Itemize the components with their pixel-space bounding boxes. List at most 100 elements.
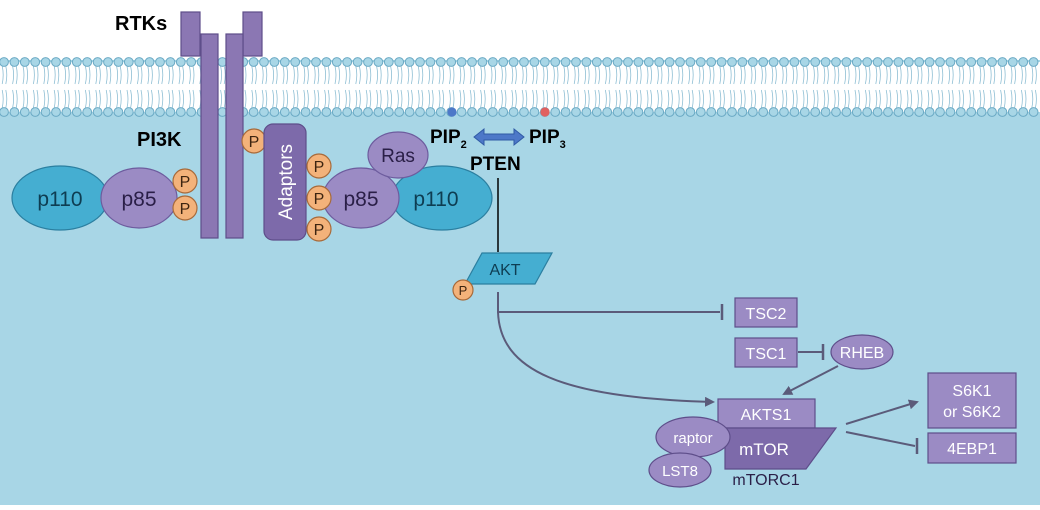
lipid-tail [12,65,14,85]
lipid-tail [511,89,514,109]
lipid-tail [74,89,77,109]
lipid-tail [348,65,351,85]
lipid-tail [573,89,576,109]
lipid-head [571,57,581,67]
lipid-tail [365,89,368,109]
lipid-head [467,57,477,67]
lipid-head [695,107,706,117]
phospho-label: P [314,222,325,239]
adaptors-label: Adaptors [276,144,297,220]
p85-left-label: p85 [121,188,156,211]
lipid-tail [806,65,808,85]
lipid-head [477,107,488,117]
lipid-head [893,57,904,67]
lipid-tail [671,65,673,85]
lipid-tail [795,89,798,109]
lipid-head [529,107,540,117]
lipid-head [404,107,415,117]
lipid-tail [57,89,60,109]
lipid-tail [293,89,295,109]
lipid-head [82,57,93,67]
lipid-tail [906,65,909,85]
lipid-tail [605,89,607,109]
pip-conversion-arrow [473,127,525,147]
lipid-tail [64,65,66,85]
lipid-head [643,57,654,67]
lipid-tail [286,89,288,109]
lipid-tail [442,89,444,109]
lipid-head [363,107,373,117]
lipid-tail [979,65,982,85]
lipid-head [415,57,425,67]
lipid-head [623,107,633,117]
lipid-tail [130,65,132,85]
lipid-head [976,107,987,117]
lipid-tail [47,65,49,85]
lipid-tail [137,89,139,109]
lipid-tail [1021,89,1023,109]
lipid-head [966,107,977,117]
lipid-tail [317,65,320,85]
lipid-head [831,107,841,117]
lipid-tail [972,89,975,109]
lipid-tail [802,65,805,85]
lipid-tail [459,65,462,85]
adaptors-node [263,123,307,241]
lipid-head [321,57,332,67]
pi3k-right-complex: p110 p85 Ras [322,131,493,231]
lipid-tail [709,89,711,109]
lipid-tail [1,65,4,85]
lipid-tail [417,65,420,85]
lipid-head [9,107,20,117]
lipid-tail [854,89,857,109]
lipid-tail [126,65,129,85]
lipid-tail [119,65,122,85]
lipid-tail [376,89,378,109]
lipid-tail [989,65,992,85]
lipid-tail [272,89,274,109]
lipid-head [123,57,134,67]
lipid-tail [359,65,361,85]
lipid-head [321,107,332,117]
lipid-tail [764,65,767,85]
lipid-tail [494,65,496,85]
lipid-head [841,57,852,67]
lipid-tail [324,65,326,85]
lipid-tail [178,89,181,109]
lipid-head [903,57,914,67]
lipid-tail [473,65,476,85]
lipid-tail [192,65,195,85]
ras-label: Ras [381,146,415,167]
lipid-tail [993,89,996,109]
lipid-head [103,57,113,67]
mtor-node [724,427,838,470]
lipid-tail [885,65,888,85]
lipid-head [727,57,737,67]
lipid-head [1028,57,1039,67]
lipid-tail [515,65,517,85]
lipid-tail [584,65,586,85]
lipid-head [664,57,675,67]
lipid-head [30,107,41,117]
lipid-tail [157,89,160,109]
lipid-tail [729,65,732,85]
lipid-tail [22,65,25,85]
lipid-tail [657,89,659,109]
lipid-tail [307,89,309,109]
lipid-tail [313,89,316,109]
lipid-head [186,57,197,67]
lipid-tail [157,65,160,85]
lipid-head [394,57,405,67]
lipid-head [113,107,124,117]
lipid-head [92,107,103,117]
lipid-tail [397,89,399,109]
lipid-tail [411,65,413,85]
lst8-node [648,452,712,488]
lipid-tail [858,65,860,85]
lipid-tail [979,89,982,109]
lipid-tail [879,65,881,85]
lipid-head [654,57,665,67]
lipid-tail [983,89,985,109]
lipid-head [467,107,477,117]
